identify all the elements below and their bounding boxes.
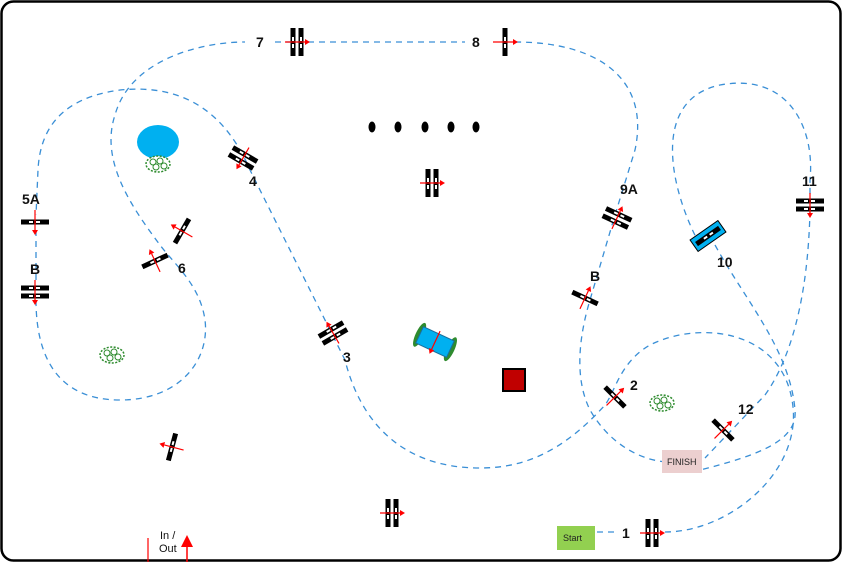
label-5a: 5A: [22, 191, 40, 207]
label-9a: 9A: [620, 181, 638, 197]
label-8: 8: [472, 34, 480, 50]
label-6: 6: [178, 260, 186, 276]
markers-row: [368, 121, 480, 133]
finish-label: FINISH: [667, 457, 697, 467]
in-out-label-1: In /: [160, 530, 176, 542]
shrub-left: [99, 346, 125, 364]
start-box: Start: [557, 526, 595, 550]
pond: [137, 125, 179, 173]
label-10: 10: [717, 254, 733, 270]
red-block: [502, 368, 526, 392]
finish-box: FINISH: [662, 450, 702, 473]
label-9b: B: [590, 268, 600, 284]
shrub-right: [649, 394, 675, 412]
water-jump: [413, 322, 457, 362]
label-1: 1: [622, 525, 630, 541]
jump-10: [689, 219, 727, 253]
course-route: [35, 41, 812, 533]
label-2: 2: [630, 377, 638, 393]
start-label: Start: [563, 533, 583, 543]
in-out-gate: In / Out: [147, 530, 193, 562]
label-7: 7: [256, 34, 264, 50]
label-5b: B: [30, 261, 40, 277]
in-out-label-2: Out: [159, 543, 177, 555]
label-4: 4: [249, 173, 257, 189]
label-3: 3: [343, 349, 351, 365]
label-12: 12: [738, 401, 754, 417]
label-11: 11: [802, 173, 817, 189]
